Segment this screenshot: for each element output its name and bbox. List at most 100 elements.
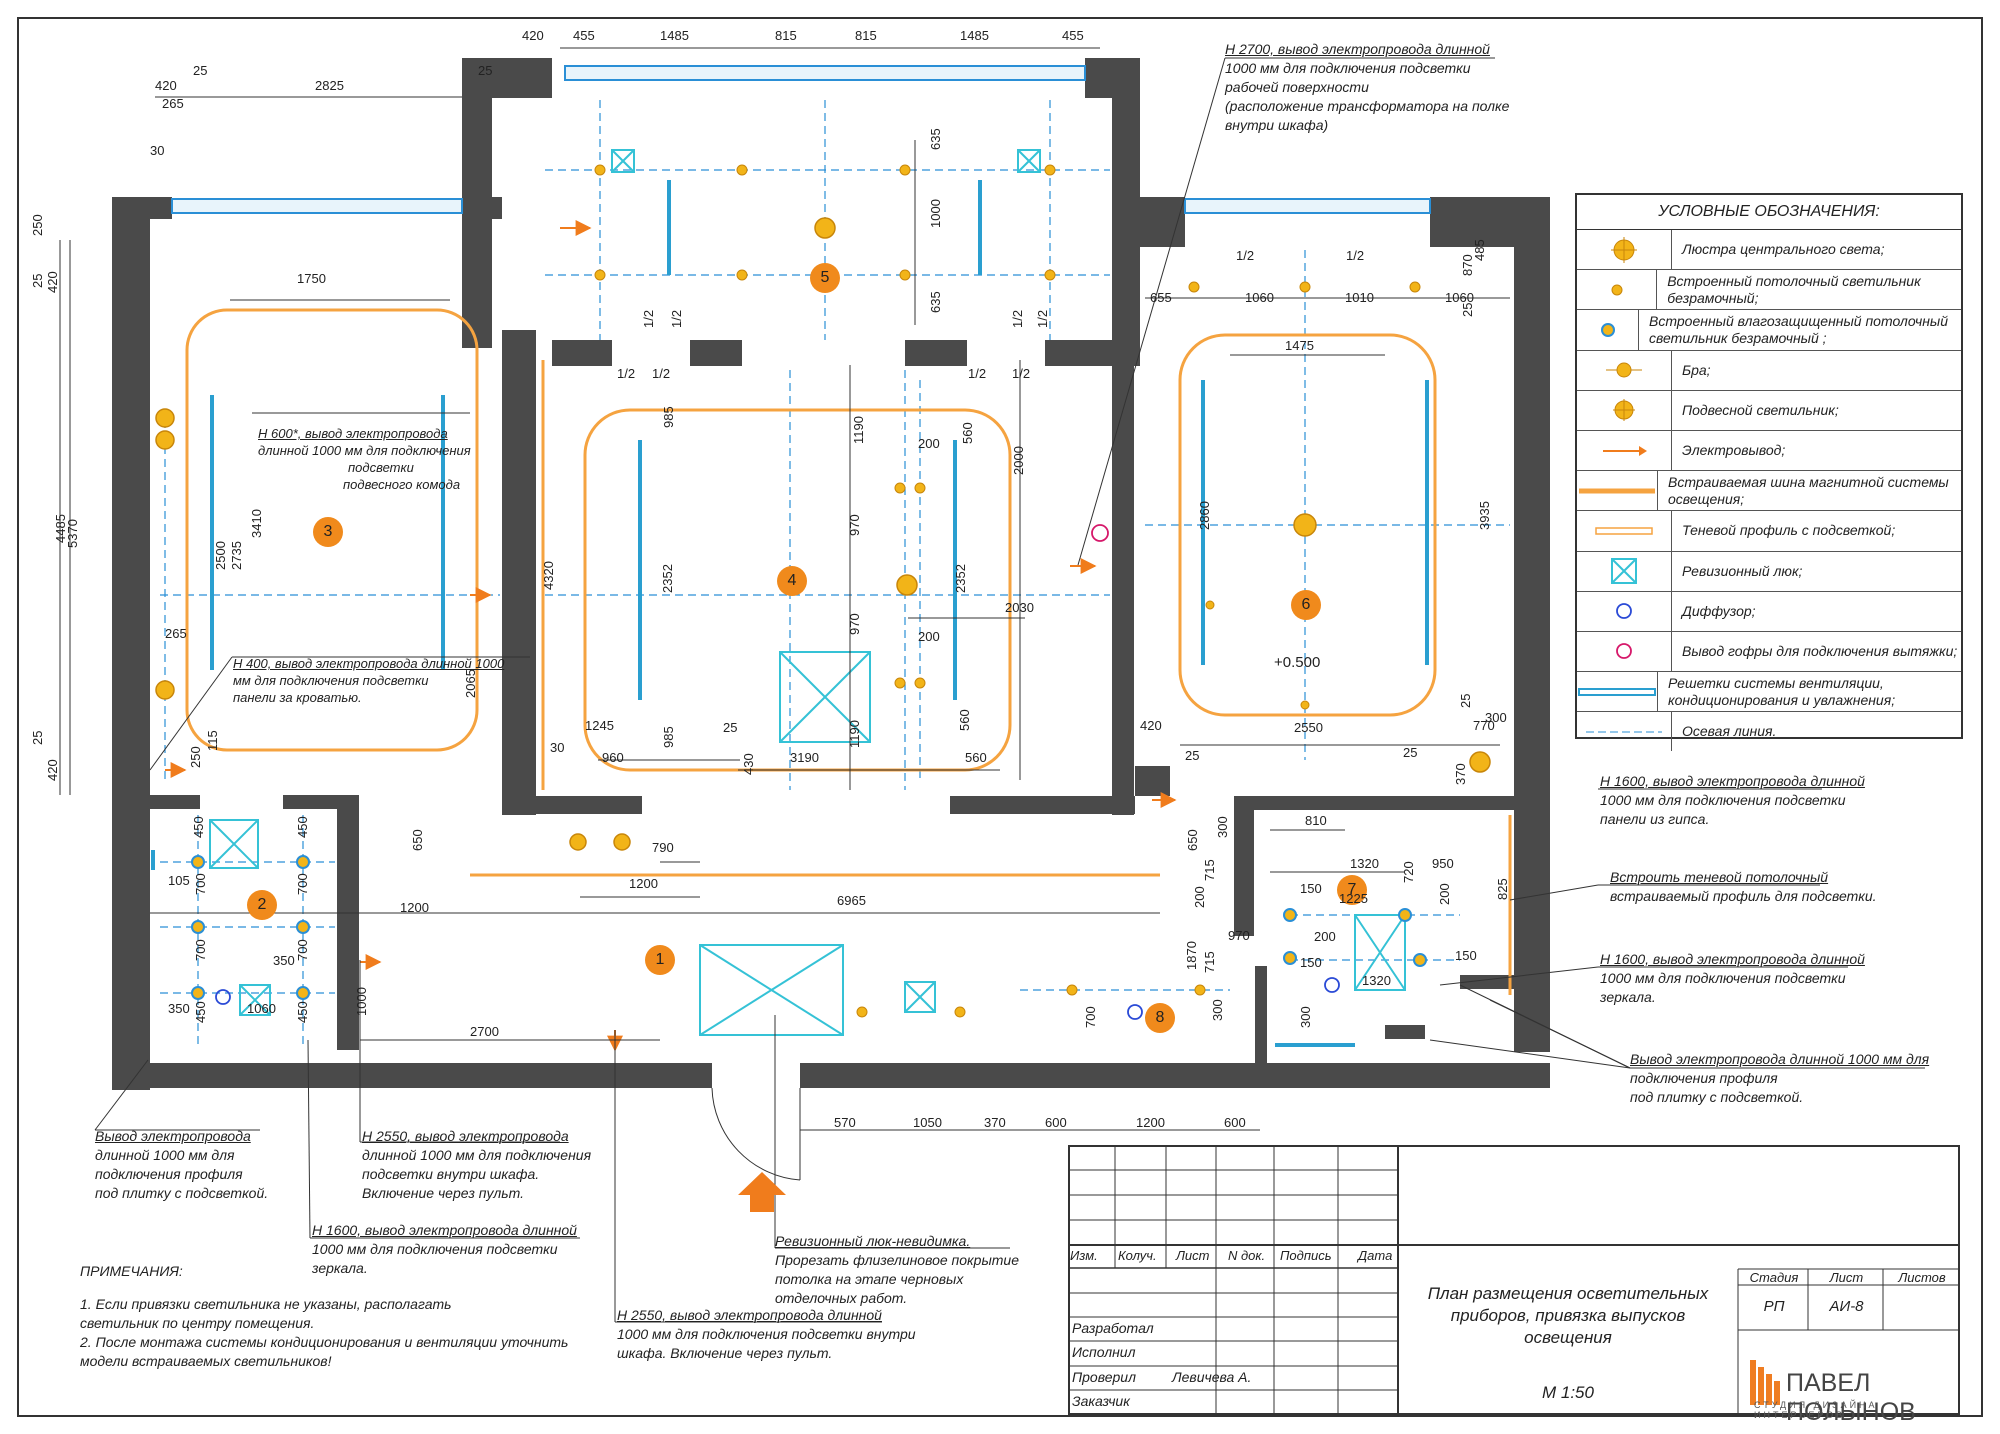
dimension-label: 700: [193, 939, 208, 961]
dimension-label: 1485: [960, 28, 989, 43]
dimension-label: 1475: [1285, 338, 1314, 353]
dimension-label: 715: [1202, 859, 1217, 881]
dimension-label: 450: [191, 816, 206, 838]
dimension-label: 250: [188, 746, 203, 768]
dimension-label: 810: [1305, 813, 1327, 828]
dimension-label: 635: [928, 128, 943, 150]
legend-row: Электровывод;: [1577, 430, 1961, 472]
dimension-label: 970: [847, 514, 862, 536]
room-marker: 5: [810, 263, 840, 293]
dimension-label: 115: [205, 730, 220, 751]
logo-subtitle: СТУДИЯ ДИЗАЙНА ИНТЕРЬЕРОВ: [1754, 1400, 1878, 1420]
dimension-lines: [59, 47, 1510, 1131]
dimension-label: 720: [1401, 861, 1416, 883]
legend-table: УСЛОВНЫЕ ОБОЗНАЧЕНИЯ: Люстра центральног…: [1575, 193, 1963, 752]
dimension-label: 25: [1460, 302, 1475, 317]
stamp-role-developer: Разработал: [1072, 1320, 1154, 1336]
stamp-header-change: Изм.: [1070, 1248, 1098, 1263]
dimension-label: 1/2: [968, 366, 987, 381]
dimension-label: 4320: [541, 561, 556, 590]
callout-right-3: Н 1600, вывод электропровода длинной 100…: [1600, 951, 1865, 1005]
dimension-label: 300: [1298, 1006, 1313, 1028]
dimension-label: 150: [1300, 955, 1322, 970]
room-marker: 8: [1145, 1003, 1175, 1033]
sheets-label: Листов: [1898, 1270, 1946, 1285]
dimension-label: 1750: [297, 271, 326, 286]
dimension-label: 700: [1083, 1006, 1098, 1028]
callout-room3-a: Н 600*, вывод электропровода длинной 100…: [258, 426, 471, 492]
dimension-label: 960: [602, 750, 624, 765]
dimension-label: 2825: [315, 78, 344, 93]
dimension-label: 450: [295, 1001, 310, 1023]
dimension-label: 430: [741, 753, 756, 775]
dimension-label: 985: [661, 406, 676, 428]
dimension-label: 350: [273, 953, 295, 968]
dimension-label: 970: [1228, 928, 1250, 943]
dimension-label: 265: [165, 626, 187, 641]
legend-row: Встроенный влагозащищенный потолочный св…: [1577, 310, 1961, 351]
dimension-label: 25: [30, 730, 45, 745]
room-marker: 6: [1291, 590, 1321, 620]
electrical-outlets: [165, 220, 1177, 1052]
dimension-label: 815: [855, 28, 877, 43]
callout-right-2: Встроить теневой потолочный встраиваемый…: [1610, 869, 1877, 904]
dimension-label: 485: [1472, 239, 1487, 261]
room-marker: 7: [1337, 875, 1367, 905]
leader-lines: [94, 57, 1925, 1323]
legend-label: Встроенный потолочный светильник безрамо…: [1667, 272, 1921, 306]
dimension-label: 650: [1185, 829, 1200, 851]
dimension-label: 2700: [470, 1024, 499, 1039]
dimension-label: 560: [957, 709, 972, 731]
logo-name: ПАВЕЛ ПОЛЫНОВ: [1786, 1369, 1916, 1426]
dimension-label: 635: [928, 291, 943, 313]
dimension-label: 2860: [1197, 501, 1212, 530]
dimension-label: 200: [1314, 929, 1336, 944]
title-block: [1068, 1145, 1960, 1415]
dimension-label: 30: [150, 143, 165, 158]
dimension-label: 715: [1202, 951, 1217, 973]
dimension-label: 1200: [400, 900, 429, 915]
legend-label: Теневой профиль с подсветкой;: [1682, 522, 1896, 539]
sheet-label: Лист: [1829, 1270, 1864, 1285]
sheet-value: АИ-8: [1829, 1298, 1864, 1315]
shadow-profile-icon: [1577, 511, 1672, 551]
dimension-label: 1200: [1136, 1115, 1165, 1130]
drawing-title: План размещения осветительных приборов, …: [1427, 1284, 1709, 1347]
dimension-label: 420: [45, 271, 60, 293]
legend-label: Диффузор;: [1682, 602, 1756, 619]
access-hatches: [209, 149, 1406, 1036]
dimension-label: 1320: [1350, 856, 1379, 871]
legend-label: Люстра центрального света;: [1682, 241, 1885, 258]
access-hatch-icon: [1577, 551, 1672, 591]
dimension-label: 25: [723, 720, 738, 735]
dimension-label: 1050: [913, 1115, 942, 1130]
note-line: светильник по центру помещения.: [80, 1315, 315, 1331]
callout-room3-b: Н 400, вывод электропровода длинной 1000…: [233, 656, 505, 705]
hood-outlet-icon: [1577, 631, 1672, 672]
dimension-label: 370: [984, 1115, 1006, 1130]
dimension-label: 560: [965, 750, 987, 765]
dimension-label: 1/2: [669, 309, 684, 328]
dimension-label: 970: [847, 613, 862, 635]
dimension-label: 1/2: [1010, 309, 1025, 328]
dimension-label: 1320: [1362, 973, 1391, 988]
dimension-label: 2352: [660, 564, 675, 593]
note-line: 1. Если привязки светильника не указаны,…: [80, 1296, 452, 1312]
legend-label: Встраиваемая шина магнитной системы осве…: [1668, 473, 1949, 507]
vent-grille-icon: [1577, 672, 1658, 712]
dimension-label: 1485: [660, 28, 689, 43]
dimension-label: 1/2: [641, 309, 656, 328]
legend-row: Теневой профиль с подсветкой;: [1577, 511, 1961, 552]
door-swing: [711, 1087, 801, 1181]
dimension-label: 815: [775, 28, 797, 43]
dimension-label: 1190: [847, 720, 862, 748]
dimension-label: 700: [295, 873, 310, 895]
diffuser-icon: [1577, 591, 1672, 631]
dimension-label: 455: [573, 28, 595, 43]
dimension-label: 350: [168, 1001, 190, 1016]
dimension-label: 1000: [928, 199, 943, 228]
waterproof-light-icon: [1577, 310, 1640, 350]
axis-line-icon: [1577, 712, 1672, 752]
dimension-label: 3935: [1477, 501, 1492, 530]
callout-top-right: Н 2700, вывод электропровода длинной 100…: [1225, 41, 1510, 133]
